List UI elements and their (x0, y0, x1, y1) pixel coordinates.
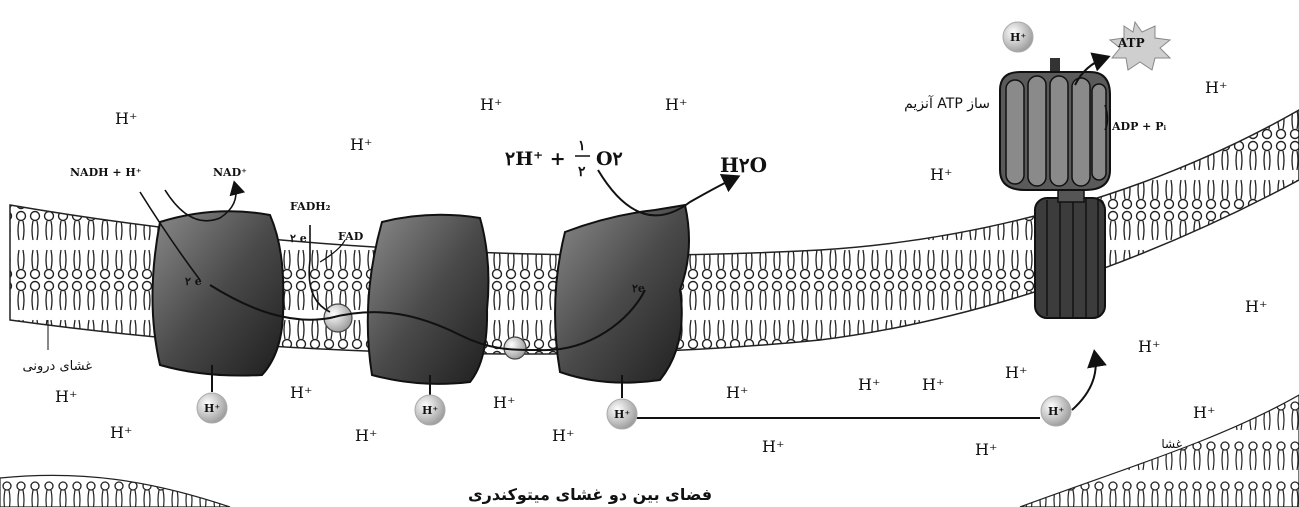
proton-label: H⁺ (858, 375, 880, 394)
proton-label: H⁺ (350, 135, 372, 154)
complex-3 (368, 215, 489, 384)
proton-label: H⁺ (614, 408, 630, 421)
electron-pair-label-2: ۲ e (290, 232, 307, 245)
proton-label: H⁺ (110, 423, 132, 442)
electron-pair-label-3: ۲e (632, 282, 645, 295)
proton-label: H⁺ (480, 95, 502, 114)
proton-label: H⁺ (355, 426, 377, 445)
inner-membrane-label: غشای درونی (23, 359, 93, 374)
proton-label: H⁺ (922, 375, 944, 394)
intermembrane-space-label: فضای بین دو غشای میتوکندری (468, 485, 712, 504)
proton-label: H⁺ (1048, 405, 1064, 418)
water-fraction-denominator: ۲ (578, 164, 586, 180)
fadh2-label: FADH₂ (290, 200, 331, 213)
adp-label: ADP + Pᵢ (1111, 120, 1166, 133)
proton-label: H⁺ (1245, 297, 1267, 316)
water-equation-oxygen: O۲ (596, 148, 623, 170)
proton-label: H⁺ (1010, 31, 1026, 44)
nadh-label: NADH + H⁺ (70, 166, 142, 179)
proton-label: H⁺ (55, 387, 77, 406)
water-fraction-numerator: ۱ (578, 138, 586, 154)
proton-label: H⁺ (762, 437, 784, 456)
proton-label: H⁺ (204, 402, 220, 415)
fad-label: FAD (338, 230, 364, 243)
proton-label: H⁺ (665, 95, 687, 114)
proton-uptake-arrow (1072, 355, 1096, 410)
proton-label: H⁺ (422, 404, 438, 417)
atp-label: ATP (1117, 36, 1145, 50)
proton-label: H⁺ (1138, 337, 1160, 356)
proton-label: H⁺ (726, 383, 748, 402)
proton-label: H⁺ (290, 383, 312, 402)
proton-label: H⁺ (975, 440, 997, 459)
water-equation-left: ۲H⁺ + (505, 148, 566, 170)
nad-label: NAD⁺ (213, 166, 247, 179)
proton-label: H⁺ (1193, 403, 1215, 422)
outer-membrane-label: غشا (1161, 437, 1182, 451)
complex-1 (153, 211, 284, 375)
proton-label: H⁺ (1005, 363, 1027, 382)
proton-label: H⁺ (552, 426, 574, 445)
atp-synthase-label: آنزیم ATP ساز (904, 95, 990, 112)
proton-label: H⁺ (493, 393, 515, 412)
proton-label: H⁺ (115, 109, 137, 128)
complex-4 (555, 205, 689, 383)
proton-label: H⁺ (1205, 78, 1227, 97)
electron-pair-label-1: ۲ e (185, 275, 202, 288)
proton-label: H⁺ (930, 165, 952, 184)
water-product: H۲O (720, 153, 767, 177)
